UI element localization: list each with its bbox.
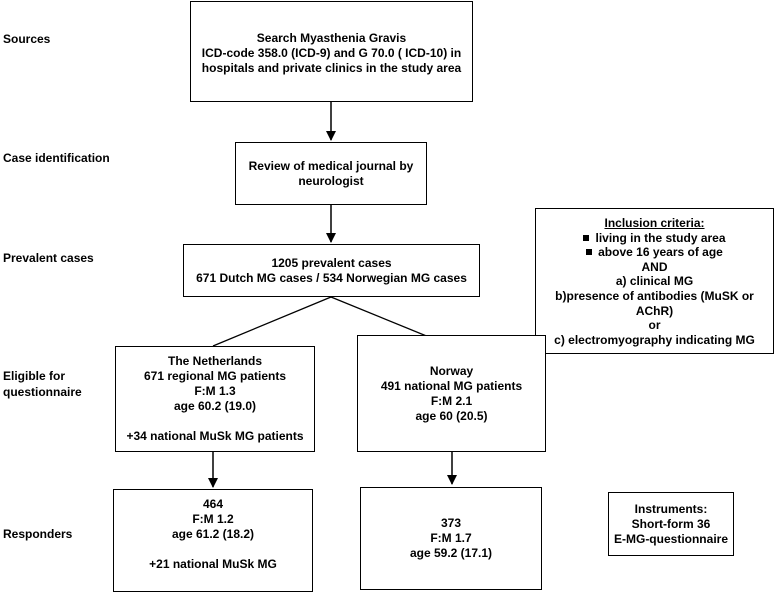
nl-patients: 671 regional MG patients xyxy=(143,369,287,383)
inclusion-antibodies: b)presence of antibodies (MuSK or xyxy=(555,288,754,303)
prevalent-cases-box: 1205 prevalent cases 671 Dutch MG cases … xyxy=(183,244,480,297)
nl-musk-extra: +34 national MuSk MG patients xyxy=(126,429,304,443)
inclusion-achr: AChR) xyxy=(635,303,674,318)
nl-age: age 60.2 (19.0) xyxy=(173,399,257,413)
inclusion-bullet-1: living in the study area xyxy=(583,231,725,246)
no-title: Norway xyxy=(429,363,474,378)
instruments-emg-questionnaire: E-MG-questionnaire xyxy=(613,531,728,546)
norway-responders-box: 373 F:M 1.7 age 59.2 (17.1) xyxy=(360,487,542,590)
instruments-title: Instruments: xyxy=(634,501,708,516)
prevalent-split: 671 Dutch MG cases / 534 Norwegian MG ca… xyxy=(196,270,467,285)
search-sources-box: Search Myasthenia Gravis ICD-code 358.0 … xyxy=(190,1,473,102)
stage-label-case-identification: Case identification xyxy=(3,151,110,165)
instruments-box: Instruments: Short-form 36 E-MG-question… xyxy=(608,492,734,556)
stage-label-eligible-line1: Eligible for xyxy=(3,369,66,383)
inclusion-or: or xyxy=(648,318,661,333)
prevalent-total: 1205 prevalent cases xyxy=(271,255,392,270)
nl-sex-ratio: F:M 1.3 xyxy=(194,384,236,398)
stage-label-eligible: Eligible for questionnaire xyxy=(3,368,82,400)
stage-label-responders: Responders xyxy=(3,527,73,541)
no-responders-age: age 59.2 (17.1) xyxy=(409,546,493,560)
no-responders-count: 373 xyxy=(440,516,462,530)
nl-title: The Netherlands xyxy=(167,354,263,368)
nl-responders-count: 464 xyxy=(202,497,224,511)
instruments-sf36: Short-form 36 xyxy=(631,516,711,531)
no-sex-ratio: F:M 2.1 xyxy=(430,393,473,408)
stage-label-sources: Sources xyxy=(3,32,51,46)
netherlands-eligible-box: The Netherlands 671 regional MG patients… xyxy=(115,346,315,452)
nl-responders-age: age 61.2 (18.2) xyxy=(171,527,255,541)
inclusion-emg: c) electromyography indicating MG xyxy=(554,332,755,347)
connector-prevalent-to-netherlands xyxy=(212,296,332,347)
nl-responders-musk: +21 national MuSk MG xyxy=(149,557,277,571)
search-locations: hospitals and private clinics in the stu… xyxy=(201,61,462,75)
review-line-1: Review of medical journal by xyxy=(248,158,414,173)
inclusion-and: AND xyxy=(641,259,668,274)
netherlands-responders-box: 464 F:M 1.2 age 61.2 (18.2) +21 national… xyxy=(113,489,313,592)
inclusion-clinical-mg: a) clinical MG xyxy=(615,274,694,289)
no-patients: 491 national MG patients xyxy=(380,378,523,393)
case-review-box: Review of medical journal by neurologist xyxy=(235,142,427,205)
nl-responders-sex-ratio: F:M 1.2 xyxy=(192,512,234,526)
stage-label-eligible-line2: questionnaire xyxy=(3,385,82,399)
inclusion-bullet-2: above 16 years of age xyxy=(586,245,723,260)
search-icd-codes: ICD-code 358.0 (ICD-9) and G 70.0 ( ICD-… xyxy=(201,46,462,60)
norway-eligible-box: Norway 491 national MG patients F:M 2.1 … xyxy=(357,335,546,452)
search-title: Search Myasthenia Gravis xyxy=(256,31,407,45)
no-responders-sex-ratio: F:M 1.7 xyxy=(430,531,472,545)
stage-label-prevalent-cases: Prevalent cases xyxy=(3,251,94,265)
inclusion-title: Inclusion criteria: xyxy=(604,216,705,230)
inclusion-criteria-box: Inclusion criteria: living in the study … xyxy=(535,208,774,354)
no-age: age 60 (20.5) xyxy=(415,408,488,423)
review-line-2: neurologist xyxy=(298,173,364,188)
